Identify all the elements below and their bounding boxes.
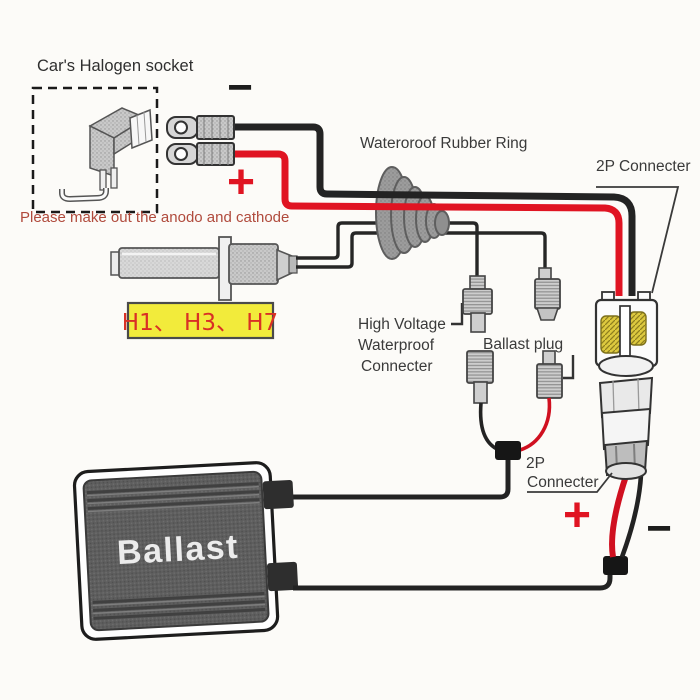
ballast-plug-label: Ballast plug bbox=[483, 336, 563, 353]
connector-2p-bottom-pointer bbox=[527, 472, 613, 493]
bulb-codes-box bbox=[126, 301, 275, 340]
xenon-bulb-illustration bbox=[110, 236, 298, 301]
polarity-note: Please make out the anodo and cathode bbox=[20, 209, 289, 226]
positive-terminal bbox=[166, 142, 235, 166]
battery-wire-negative bbox=[233, 123, 636, 296]
bulb-wire-1 bbox=[296, 221, 479, 277]
output-wire-positive bbox=[609, 475, 629, 558]
battery-wire-positive bbox=[233, 150, 623, 296]
ballast-label: Ballast bbox=[116, 528, 240, 572]
output-plus-sign: + bbox=[563, 489, 591, 542]
halogen-socket-illustration bbox=[31, 86, 159, 214]
ballast-bottom-cable bbox=[293, 572, 613, 591]
connector-2p-socket-illustration bbox=[598, 376, 654, 480]
ballast-illustration: Ballast bbox=[72, 461, 299, 641]
hv-connector-label-line3: Connecter bbox=[361, 358, 433, 375]
hv-waterproof-connector-socket bbox=[466, 350, 494, 404]
wire-junction-upper bbox=[495, 441, 521, 460]
battery-minus-sign: − bbox=[227, 63, 253, 112]
bulb-wire-2 bbox=[296, 231, 547, 269]
hv-waterproof-connector-plug bbox=[462, 275, 493, 333]
dashed-box bbox=[31, 86, 159, 214]
connector-2p-top-pointer bbox=[596, 186, 680, 294]
connector-2p-bottom-label-line1: 2P bbox=[526, 455, 545, 472]
ballast-top-cable bbox=[293, 460, 511, 500]
ballast-plug-upper bbox=[534, 267, 561, 321]
bulb-codes-label: H1、 H3、 H7 bbox=[122, 310, 278, 336]
halogen-socket-label: Car's Halogen socket bbox=[37, 57, 194, 75]
wire-junction-lower bbox=[603, 556, 628, 575]
ballast-output-wire-red bbox=[519, 397, 552, 452]
hv-connector-label-line2: Waterproof bbox=[358, 337, 435, 354]
battery-plus-sign: + bbox=[227, 156, 255, 209]
rubber-ring-label: Wateroroof Rubber Ring bbox=[360, 135, 527, 152]
negative-terminal bbox=[166, 115, 235, 140]
output-wire-negative bbox=[619, 474, 644, 558]
connector-2p-top-label: 2P Connecter bbox=[596, 158, 691, 175]
hv-connector-label-line1: High Voltage bbox=[358, 316, 446, 333]
hv-connector-pointer bbox=[451, 303, 464, 326]
connector-2p-bottom-label-line2: Connecter bbox=[527, 474, 599, 491]
output-minus-sign: − bbox=[646, 504, 672, 553]
connector-2p-upper-illustration bbox=[594, 291, 659, 377]
rubber-ring-illustration bbox=[375, 166, 450, 260]
